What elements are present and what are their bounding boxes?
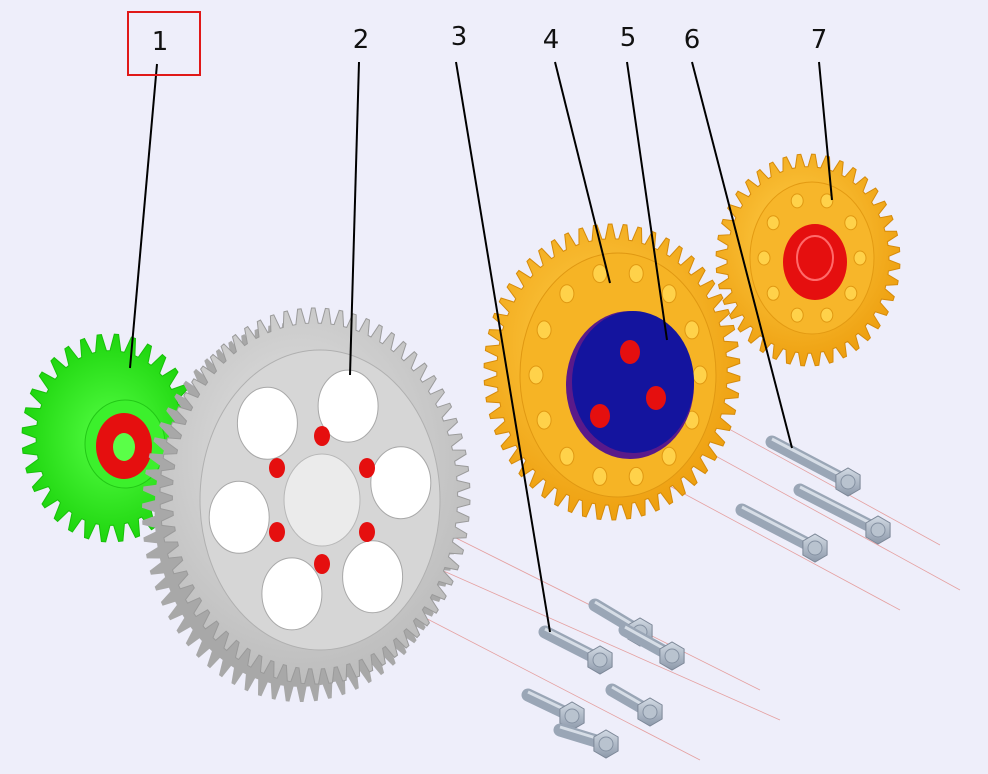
bolt-highlight [741,505,816,547]
callout-1[interactable]: 1 [152,27,169,57]
gear4-hole [661,446,677,466]
bolt-head-face [840,474,856,490]
large-gray-gear-hub [283,453,361,547]
gear2-bolt-hole [359,458,375,478]
gear7-hole [820,193,834,209]
large-gray-gear-bolt-holes [269,426,375,574]
gear7-hole [853,250,867,266]
leader-line-4 [554,61,611,284]
bolt-head-face [664,648,680,664]
bolts [521,435,891,759]
gear4-hole [628,264,644,284]
callout-5[interactable]: 5 [620,23,637,53]
gear4-hole [692,365,708,385]
small-green-gear-bore [113,433,135,461]
gear2-bolt-hole [269,522,285,542]
gear4-hole [684,320,700,340]
leader-line-5 [626,61,668,341]
callout-6[interactable]: 6 [684,25,701,55]
gear7-hole [757,250,771,266]
gear4-hole [536,410,552,430]
gear7-hole [844,215,858,231]
bolt-head-face [598,736,614,752]
blue-cover-plate-hole [590,404,610,428]
gear2-bolt-hole [314,554,330,574]
gear4-hole [628,466,644,486]
callout-4[interactable]: 4 [543,25,560,55]
callout-3[interactable]: 3 [451,22,468,52]
blue-cover-plate-hole [646,386,666,410]
gear2-bolt-hole [269,458,285,478]
blue-cover-plate[interactable] [566,311,694,459]
leader-line-1 [129,63,158,369]
gear2-bolt-hole [314,426,330,446]
bolt-head-face [807,540,823,556]
leader-line-7 [818,61,833,201]
gear7-hole [820,307,834,323]
small-orange-gear[interactable] [715,153,901,367]
gear4-hole [661,284,677,304]
gear2-bolt-hole [359,522,375,542]
leader-line-3 [455,61,551,633]
gear2-hole [317,369,379,443]
gear4-hole [559,284,575,304]
bolt-highlight [799,485,879,529]
small-green-gear[interactable] [21,333,199,543]
gear4-hole [536,320,552,340]
gear7-hole [766,285,780,301]
gear2-hole [261,557,323,631]
gear4-hole [559,446,575,466]
small-orange-gear-holes [757,193,867,323]
bolt-shaft [765,435,855,489]
gear7-hole [844,285,858,301]
bolt-head-face [592,652,608,668]
callout-7[interactable]: 7 [811,25,828,55]
orange-gear-holes [528,264,708,486]
bolt-shaft [793,483,885,537]
blue-cover-plate-hole [620,340,640,364]
gear4-hole [592,264,608,284]
blue-cover-plate-face [572,311,694,453]
bolt-head-face [870,522,886,538]
gear4-hole [592,466,608,486]
gear4-hole [528,365,544,385]
leader-line-6 [691,61,793,449]
callout-1-selection-box [127,11,201,76]
gear2-hole [236,386,298,460]
callout-labels: 1 2 3 4 5 6 7 [152,22,828,57]
large-gray-gear[interactable] [142,307,471,702]
large-gray-gear-lightening-holes [208,369,432,631]
gear7-hole [766,215,780,231]
small-orange-gear-hub-ring [796,235,834,281]
small-orange-gear-red-hub [783,224,847,300]
gear2-hole [342,540,404,614]
gear7-hole [790,193,804,209]
bolt-head-face [642,704,658,720]
bolt-head-face [564,708,580,724]
leader-lines [129,61,833,633]
gear7-hole [790,307,804,323]
callout-2[interactable]: 2 [353,25,370,55]
gear2-hole [370,446,432,520]
leader-line-2 [349,61,360,376]
gear2-hole [208,480,270,554]
bolt-highlight [771,437,849,481]
